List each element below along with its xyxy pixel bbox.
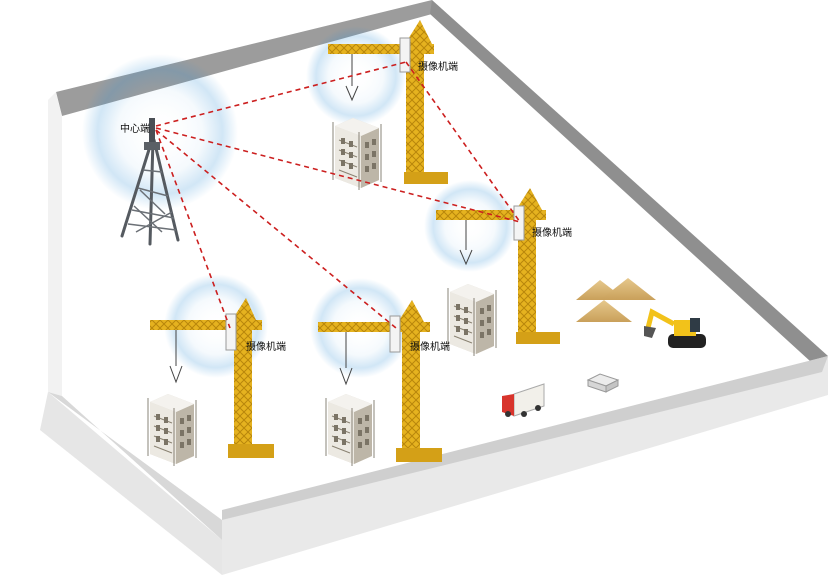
signal-wave-top <box>306 26 406 126</box>
wall-top-back-right <box>430 0 828 372</box>
camera-label-mid: 摄像机端 <box>410 340 450 353</box>
crane-mid <box>318 300 442 462</box>
signal-wave-center <box>82 54 238 210</box>
sand-pile-3 <box>576 300 632 322</box>
crane-left <box>150 298 274 458</box>
camera-label-left: 摄像机端 <box>246 340 286 353</box>
signal-wave-right <box>424 180 516 272</box>
center-label: 中心端 <box>120 122 150 135</box>
excavator <box>644 308 706 348</box>
building-right <box>447 283 497 357</box>
wall-front-right-top <box>222 356 828 520</box>
link-top-to-right <box>405 61 521 223</box>
sand-piles <box>576 278 656 322</box>
camera-label-top: 摄像机端 <box>418 60 458 73</box>
material-pallet <box>586 373 620 393</box>
truck <box>502 383 545 417</box>
camera-label-right: 摄像机端 <box>532 226 572 239</box>
crane-top <box>328 20 448 184</box>
wall-front-left <box>40 392 222 575</box>
link-to-cam-mid <box>155 129 397 329</box>
wall-left-face <box>48 92 62 396</box>
wall-front-right <box>222 356 828 575</box>
building-mid <box>325 393 375 467</box>
link-to-cam-top <box>155 61 407 127</box>
wireless-links <box>155 61 521 329</box>
communication-tower <box>120 118 180 246</box>
sand-pile-2 <box>600 278 656 300</box>
building-left <box>147 393 197 467</box>
